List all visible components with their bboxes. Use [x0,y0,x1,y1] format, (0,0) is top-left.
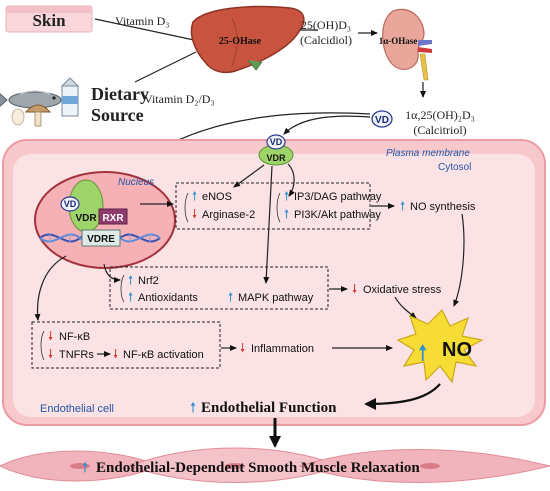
endothelial-cell-label: Endothelial cell [40,403,114,415]
vitamin-d2-d3-label: Vitamin D₂/D₃ [144,92,215,106]
mapk-up-arrow: 🠕 [228,290,233,304]
antioxidants-label: Antioxidants [138,292,198,304]
fish-icon [0,90,62,109]
nfkb-label: NF-κB [59,331,90,343]
skin-label: Skin [32,11,66,30]
enos-up-arrow: 🠕 [192,189,197,203]
milk-carton-icon [60,77,80,117]
nfkb-down-arrow: 🠗 [48,329,53,343]
tnfrs-label: TNFRs [59,349,94,361]
nucleus-vd-text: VD [64,199,77,209]
no-burst: 🠕 NO [396,308,484,384]
rxr-text: RXR [102,213,124,224]
dietary-label-line1: Dietary [91,84,149,104]
nucleus: Nucleus VD VDR RXR VDRE [34,171,176,269]
vitamin-d3-label: Vitamin D₃ [115,14,169,28]
skin-to-liver-line [94,18,195,41]
diet-to-liver-line [134,51,197,83]
no-synthesis-label: NO synthesis [410,201,476,213]
receptor-to-mapk-arrow [263,165,273,284]
calcitriol-name: (Calcitriol) [413,123,466,137]
calcitriol-to-receptor-arrow [283,115,371,135]
plasma-membrane-label: Plasma membrane [386,148,470,159]
rxr-box [98,208,128,225]
relaxation-label: Endothelial-Dependent Smooth Muscle Rela… [96,460,420,476]
calcitriol-vd-badge [371,110,393,128]
skin-source: Skin [5,5,93,33]
nfkb-activation-label: NF-κB activation [123,349,204,361]
no-synthesis-to-no-arrow [453,213,465,307]
antioxidants-up-arrow: 🠕 [128,290,133,304]
membrane-vdr-text: VDR [266,153,286,163]
oxidative-down-arrow: 🠗 [352,282,357,296]
calcidiol-formula: 25(OH)D₃ [301,18,351,32]
arginase-down-arrow: 🠗 [192,207,197,221]
nucleus-vdr-text: VDR [75,213,97,224]
calcidiol-name: (Calcidiol) [300,33,352,47]
pathway-box-top [175,182,371,230]
endothelial-function-label: Endothelial Function [201,400,337,416]
vdre-text: VDRE [87,234,115,245]
pi3k-akt-label: PI3K/Akt pathway [294,209,381,221]
inflammation-down-arrow: 🠗 [240,341,245,355]
dietary-source: Dietary Source [0,77,149,127]
nucleus-label: Nucleus [118,177,154,188]
inflammation-label: Inflammation [251,343,314,355]
smooth-muscle-cells [0,447,550,483]
membrane-vdr-receptor: VD VDR [258,134,294,166]
kidney-enzyme-label: 1α-OHase [379,36,418,46]
receptor-to-pi3k-arrow [287,163,295,197]
no-synthesis-up-arrow: 🠕 [400,199,405,213]
pi3k-up-arrow: 🠕 [284,207,289,221]
no-up-arrow: 🠕 [418,340,427,365]
calcitriol-formula: 1α,25(OH)₂D₃ [405,108,475,122]
pathway-box-bottom [31,321,221,369]
mapk-label: MAPK pathway [238,292,314,304]
tnfrs-down-arrow: 🠗 [48,347,53,361]
egg-icon [11,108,25,126]
oxidative-to-no-arrow [394,296,417,319]
oxidative-stress-label: Oxidative stress [363,284,442,296]
mushroom-icon [24,104,52,127]
nrf2-label: Nrf2 [138,275,159,287]
nfkb-activation-down-arrow: 🠗 [113,347,118,361]
ip3-dag-label: IP3/DAG pathway [294,191,382,203]
liver-enzyme-label: 25-OHase [219,36,262,47]
no-label: NO [442,339,472,361]
nrf2-up-arrow: 🠕 [128,273,133,287]
dietary-label-line2: Source [91,105,144,125]
ip3-up-arrow: 🠕 [284,189,289,203]
membrane-vd-badge [266,134,286,150]
liver-organ: 25-OHase [190,5,305,74]
calcitriol-vd-text: VD [375,115,389,126]
enos-label: eNOS [202,191,232,203]
membrane-vd-text: VD [270,137,283,147]
no-to-function-arrow [364,383,441,410]
function-up-arrow: 🠕 [190,401,196,416]
cytosol-label: Cytosol [438,162,471,173]
relaxation-up-arrow: 🠕 [82,461,88,476]
nucleus-to-bottom-box-arrow [34,255,67,321]
vdre-box [81,229,121,247]
kidney-organ: 1α-OHase [379,8,432,81]
nucleus-vd-badge [60,196,80,212]
arginase-label: Arginase-2 [202,209,255,221]
